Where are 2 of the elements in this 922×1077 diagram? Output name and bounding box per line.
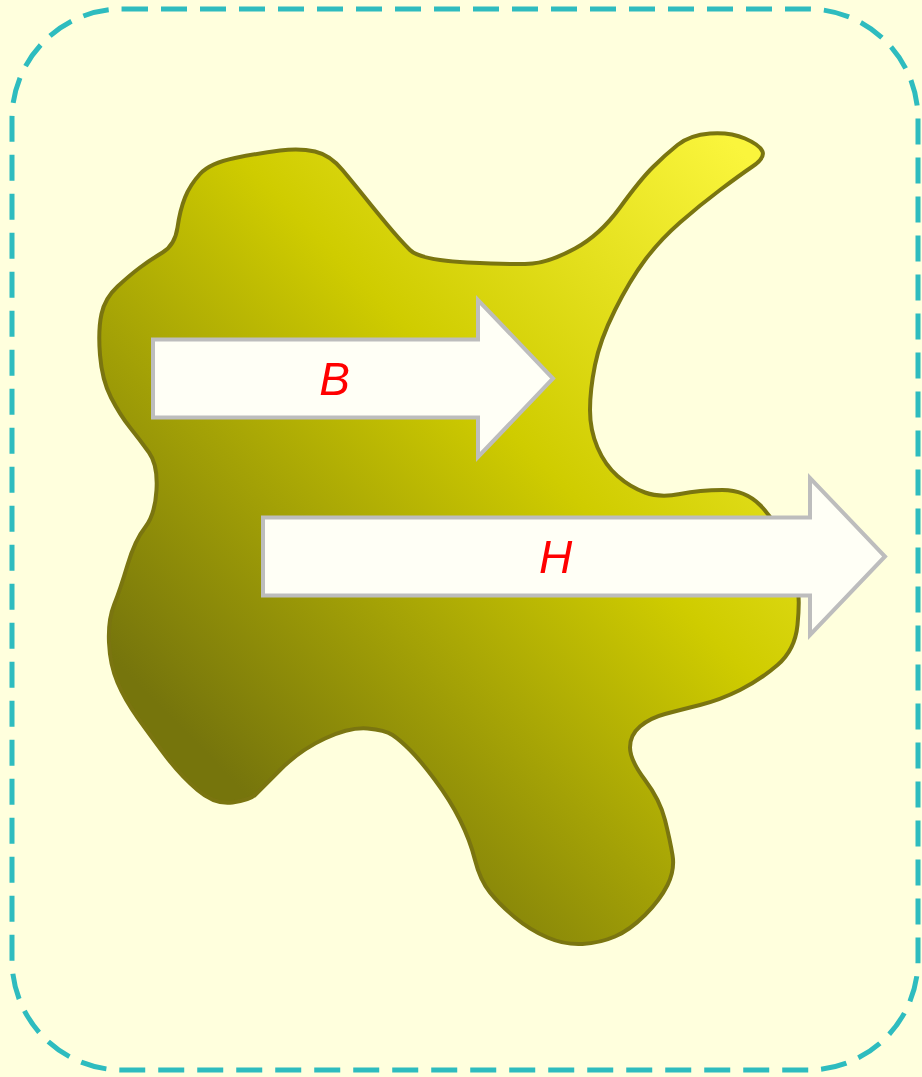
arrow-label: H <box>538 533 573 580</box>
arrow-label: B <box>319 355 350 402</box>
